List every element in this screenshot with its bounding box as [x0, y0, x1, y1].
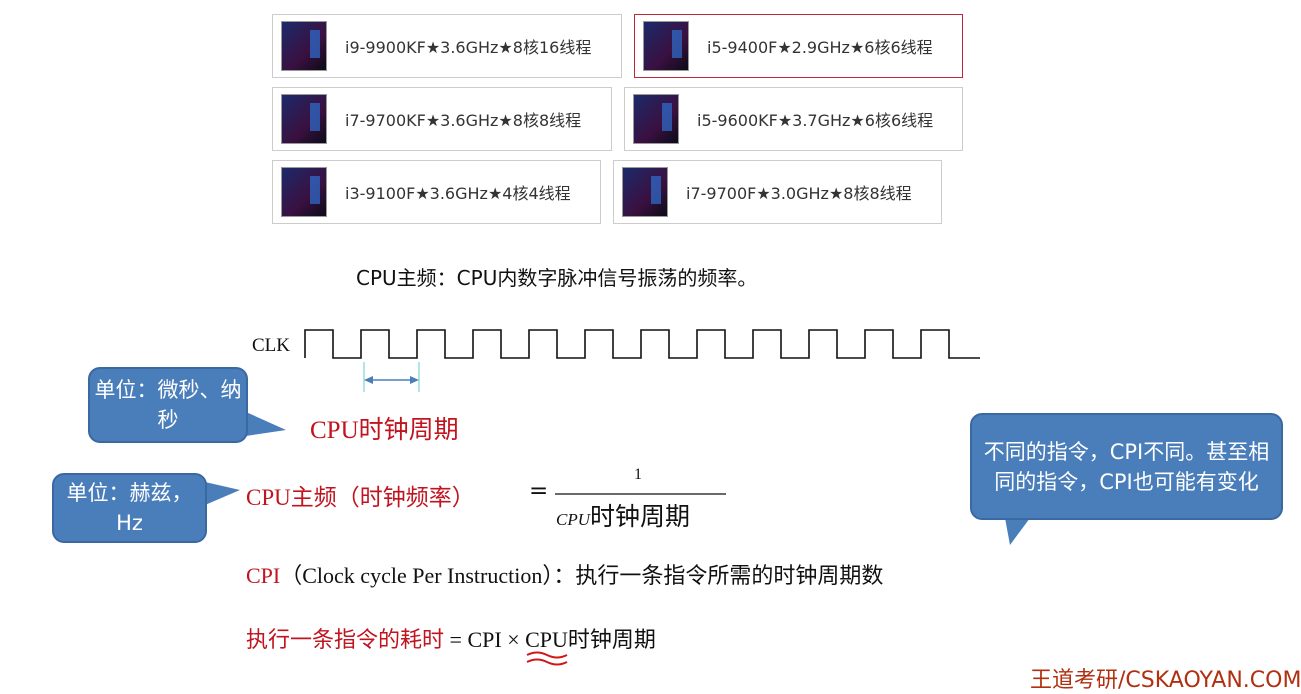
product-name: i3-9100F★3.6GHz★4核4线程 [345, 184, 571, 203]
product-tile[interactable]: i9-9900KF★3.6GHz★8核16线程 [272, 14, 622, 78]
callout-tail [246, 412, 286, 436]
freq-unit-callout: 单位：赫兹，Hz [52, 473, 207, 543]
product-tile-selected[interactable]: i5-9400F★2.9GHz★6核6线程 [634, 14, 963, 78]
cpu-box-image [281, 167, 327, 217]
cpi-underline-mark [526, 651, 568, 666]
clk-label: CLK [252, 335, 290, 356]
clock-period-label: CPU时钟周期 [310, 417, 459, 444]
fraction-denominator: CPU时钟周期 [556, 502, 691, 531]
product-tile[interactable]: i7-9700F★3.0GHz★8核8线程 [613, 160, 942, 224]
clock-signal [304, 329, 980, 359]
product-tile[interactable]: i7-9700KF★3.6GHz★8核8线程 [272, 87, 612, 151]
fraction-numerator: 1 [634, 466, 642, 483]
product-tile[interactable]: i3-9100F★3.6GHz★4核4线程 [272, 160, 601, 224]
frequency-definition: CPU主频：CPU内数字脉冲信号振荡的频率。 [356, 266, 758, 290]
product-name: i7-9700F★3.0GHz★8核8线程 [686, 184, 912, 203]
cpu-box-image [622, 167, 668, 217]
cpi-definition: CPI（Clock cycle Per Instruction）：执行一条指令所… [246, 563, 884, 588]
product-name: i7-9700KF★3.6GHz★8核8线程 [345, 111, 582, 130]
cpu-box-image [633, 94, 679, 144]
cpu-box-image [281, 94, 327, 144]
frequency-label: CPU主频（时钟频率） [246, 485, 475, 510]
callout-tail [1005, 518, 1030, 545]
watermark: 王道考研/CSKAOYAN.COM [1030, 668, 1301, 693]
cpu-box-image [281, 21, 327, 71]
product-tile[interactable]: i5-9600KF★3.7GHz★6核6线程 [624, 87, 963, 151]
callout-tail [205, 482, 240, 505]
instruction-time-formula: 执行一条指令的耗时 = CPI × CPU时钟周期 [246, 627, 656, 652]
equals-sign: = [529, 478, 549, 504]
cpu-box-image [643, 21, 689, 71]
product-name: i5-9400F★2.9GHz★6核6线程 [707, 38, 933, 57]
clock-waveform [205, 329, 1030, 666]
product-name: i9-9900KF★3.6GHz★8核16线程 [345, 38, 592, 57]
product-name: i5-9600KF★3.7GHz★6核6线程 [697, 111, 934, 130]
cpi-note-callout: 不同的指令，CPI不同。甚至相同的指令，CPI也可能有变化 [970, 413, 1283, 520]
period-unit-callout: 单位：微秒、纳秒 [88, 367, 248, 443]
